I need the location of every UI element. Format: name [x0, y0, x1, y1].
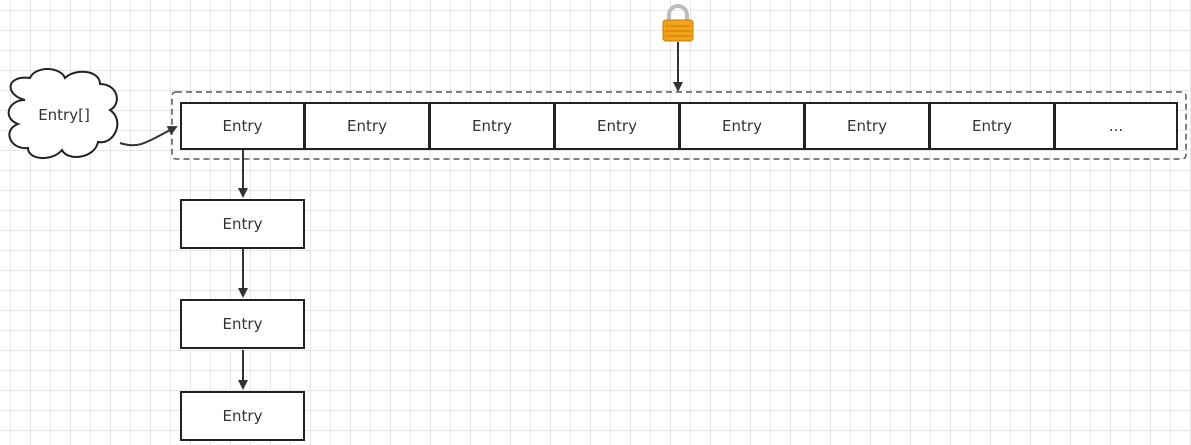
- lock-icon: [662, 4, 694, 42]
- array-cell-7: Entry: [930, 102, 1055, 150]
- array-cell-5: Entry: [680, 102, 805, 150]
- entry-array-label: Entry[]: [38, 106, 90, 124]
- chain-entry-3: Entry: [180, 391, 305, 441]
- array-cell-3: Entry: [430, 102, 555, 150]
- array-cell-6: Entry: [805, 102, 930, 150]
- cloud-to-array-arrow: [119, 126, 178, 147]
- array-cell-2: Entry: [305, 102, 430, 150]
- array-cell-4: Entry: [555, 102, 680, 150]
- chain-entry-1: Entry: [180, 199, 305, 249]
- entry-array-cloud: [7, 68, 119, 159]
- array-cell-1: Entry: [180, 102, 305, 150]
- chain-entry-2: Entry: [180, 299, 305, 349]
- array-container: [171, 91, 1187, 160]
- array-cell-more: ...: [1055, 102, 1178, 150]
